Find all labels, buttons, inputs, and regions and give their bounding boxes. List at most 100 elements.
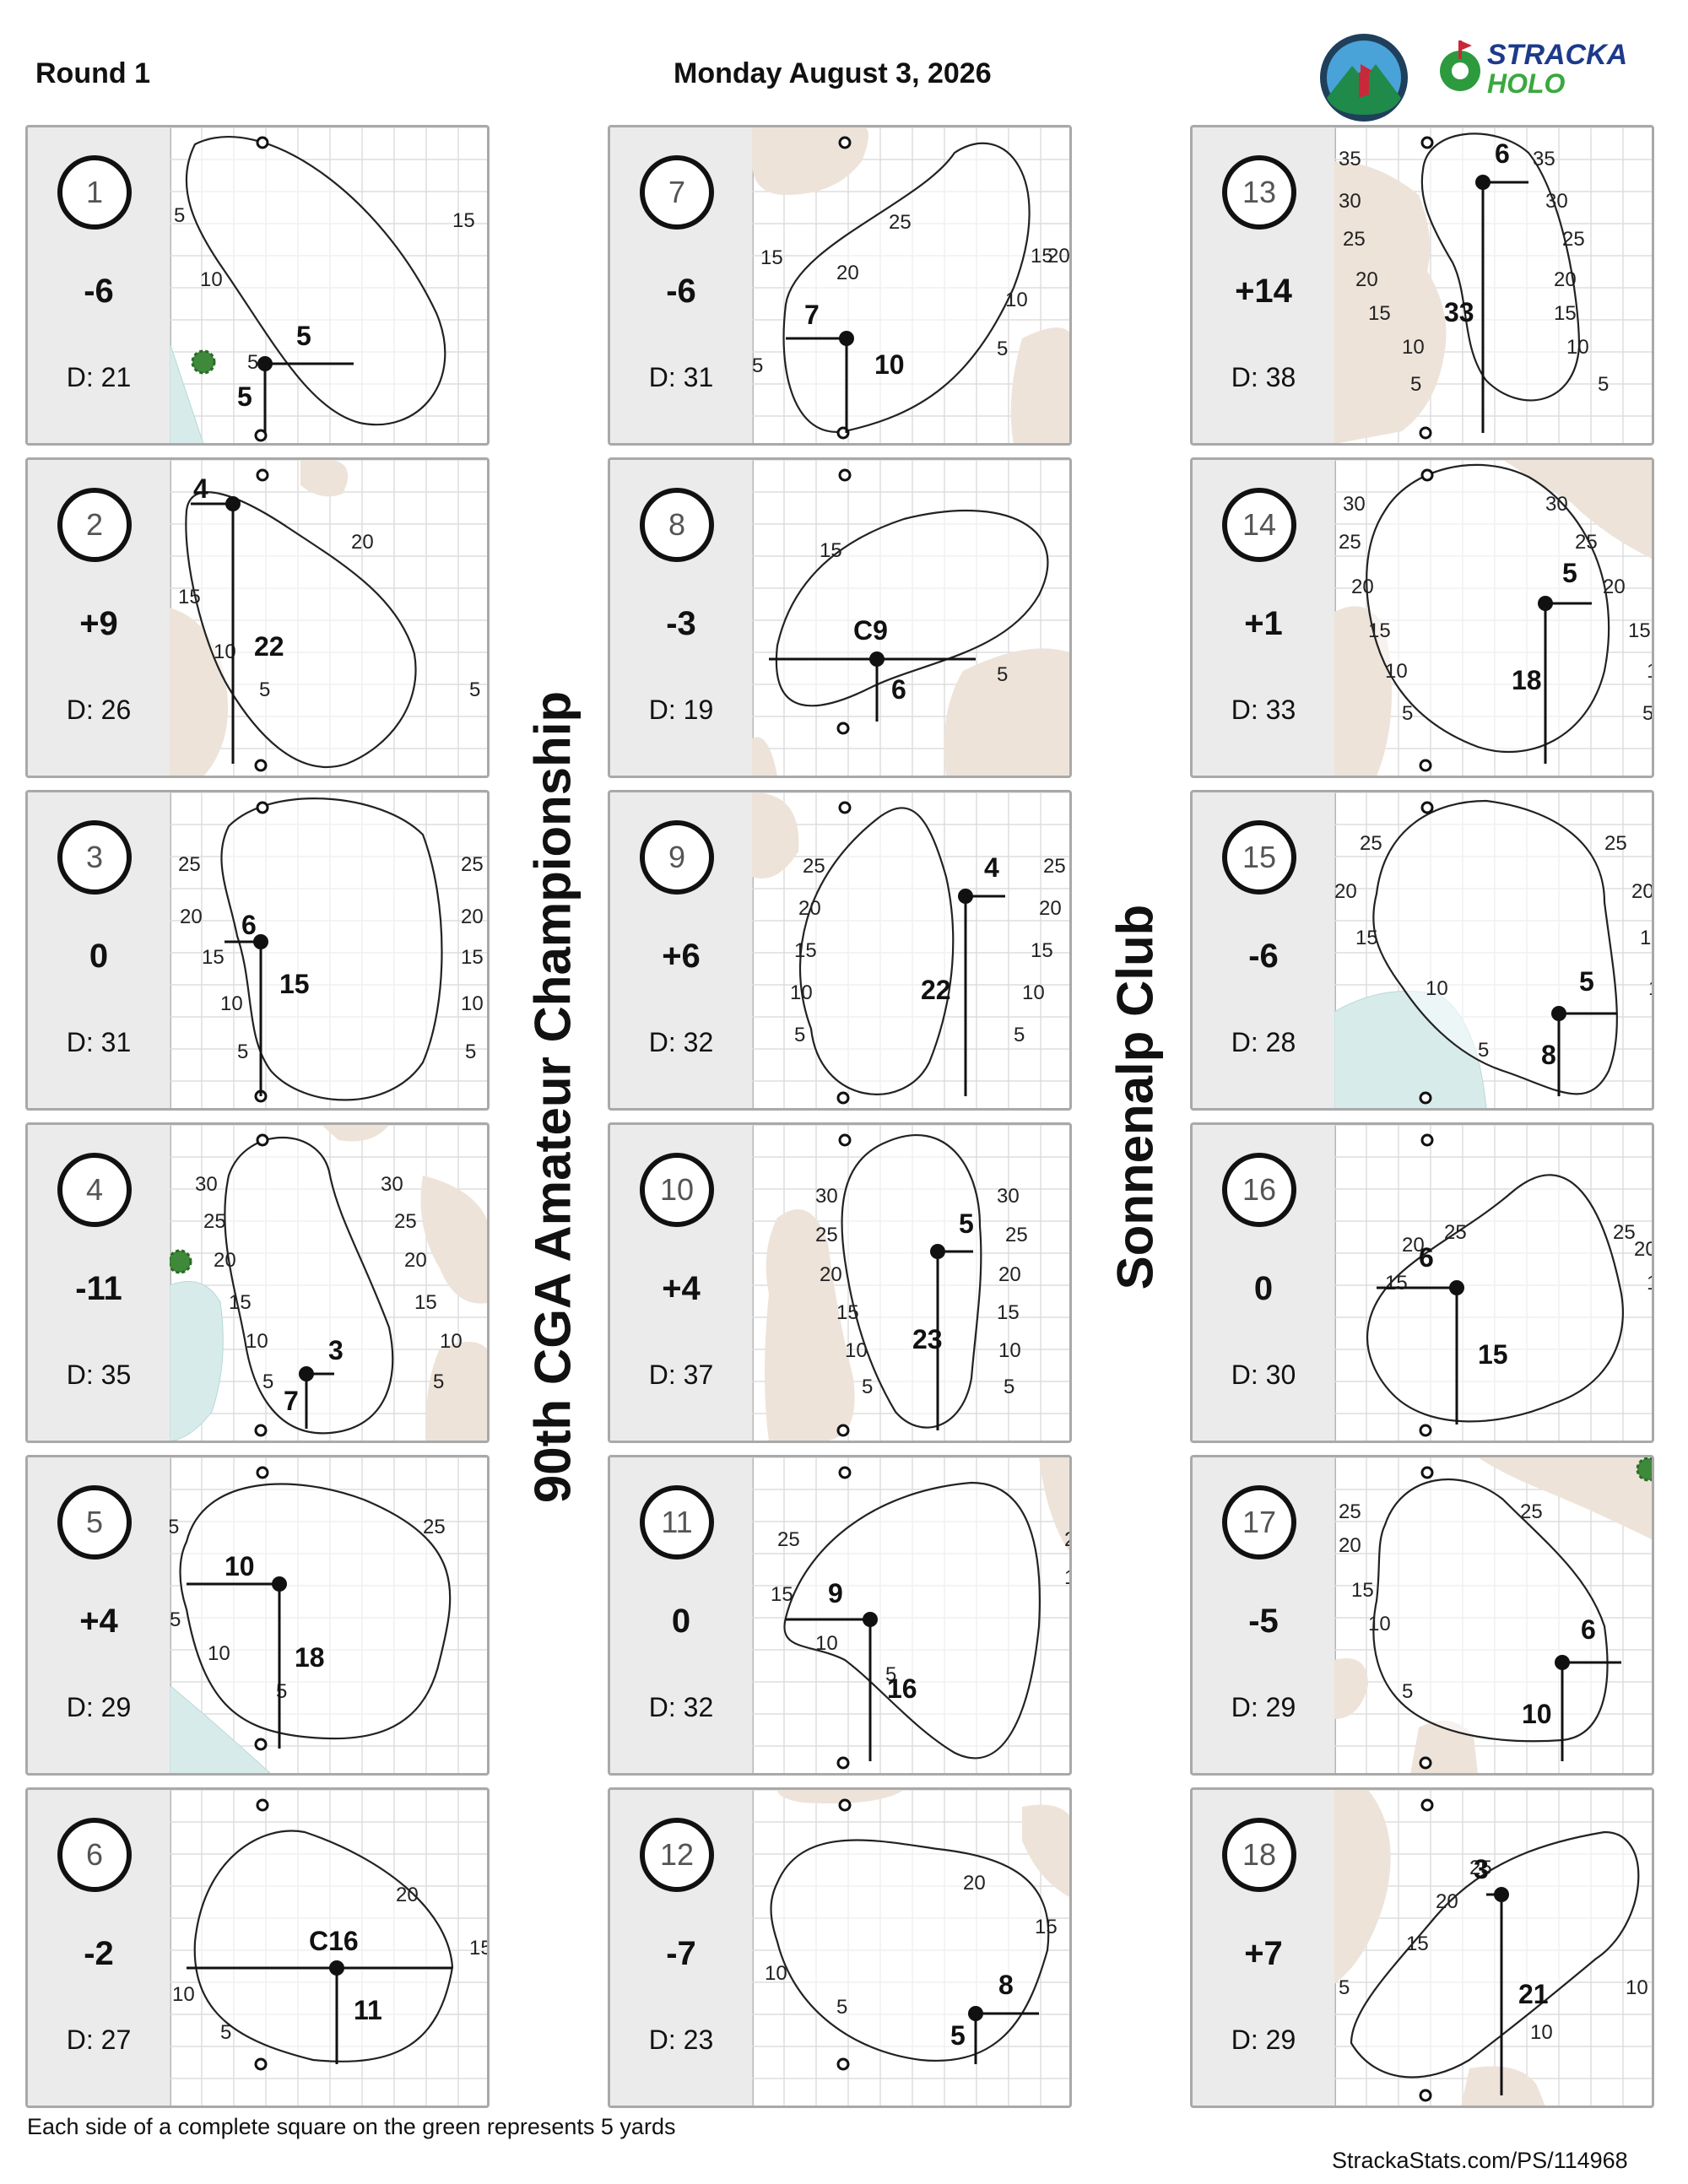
green-outline	[841, 1134, 982, 1429]
pin-depth-distance: 6	[891, 674, 906, 705]
contour-label: 20	[1047, 245, 1070, 268]
contour-label: 5	[1004, 1376, 1014, 1398]
scale-footnote: Each side of a complete square on the gr…	[27, 2114, 676, 2139]
pin-position-marker	[1555, 1655, 1570, 1670]
contour-label: 25	[1339, 531, 1361, 554]
green-depth: D: 21	[66, 362, 132, 392]
green-outline	[783, 1481, 1041, 1760]
contour-label: 15	[1640, 927, 1654, 949]
contour-label: 25	[1360, 832, 1382, 855]
contour-label: 25	[394, 1210, 417, 1233]
hole-score: -7	[666, 1935, 696, 1972]
contour-label: 15	[836, 1301, 859, 1324]
contour-label: 10	[1648, 977, 1654, 1000]
green-depth: D: 30	[1231, 1360, 1296, 1390]
contour-label: 10	[1566, 336, 1589, 359]
stracka-holo-logo: STRACKA HOLO	[1440, 39, 1627, 99]
contour-label: 15	[1554, 302, 1577, 325]
pin-position-marker	[1449, 1280, 1464, 1295]
contour-label: 20	[1554, 268, 1577, 291]
contour-label: 20	[1436, 1890, 1458, 1913]
pin-depth-distance: 10	[1522, 1699, 1552, 1729]
green-outline	[782, 142, 1031, 433]
green-back-marker	[256, 1133, 269, 1147]
sand-bunker	[420, 1176, 487, 1304]
contour-label: 5	[1069, 1613, 1072, 1635]
pin-depth-distance: 7	[284, 1386, 299, 1416]
hole-card: 5+4D: 2952551051018	[25, 1455, 490, 1776]
contour-label: 10	[790, 981, 813, 1004]
green-outline	[775, 509, 1049, 707]
pin-side-distance: 5	[296, 321, 311, 351]
footer-url[interactable]: StrackaStats.com/PS/114968	[1332, 2148, 1628, 2173]
contour-label: 20	[1634, 1238, 1654, 1261]
green-depth: D: 32	[648, 1692, 714, 1722]
green-front-marker	[836, 2057, 850, 2071]
contour-label: 15	[820, 539, 842, 562]
sand-bunker	[1503, 460, 1652, 560]
water-hazard	[170, 1281, 224, 1441]
green-front-marker	[836, 1424, 850, 1437]
contour-label: 15	[414, 1291, 437, 1314]
contour-label: 25	[1469, 1857, 1492, 1879]
contour-label: 25	[777, 1528, 800, 1551]
contour-label: 30	[1545, 493, 1568, 516]
hole-number: 15	[1222, 820, 1296, 895]
green-outline	[1372, 799, 1618, 1095]
green-depth: D: 29	[1231, 2025, 1296, 2055]
contour-label: 5	[220, 2021, 231, 2044]
contour-label: 5	[1339, 1976, 1350, 1999]
green-depth: D: 37	[648, 1360, 714, 1390]
pin-position-marker	[968, 2006, 983, 2021]
hole-score: 0	[89, 938, 109, 975]
contour-label: 35	[1533, 148, 1555, 170]
pin-depth-distance: 5	[950, 2020, 966, 2051]
contour-label: 10	[1385, 660, 1408, 683]
hole-score: +7	[1244, 1935, 1283, 1972]
contour-label: 10	[1022, 981, 1045, 1004]
pin-side-distance: 6	[1495, 138, 1510, 169]
contour-label: 10	[1402, 336, 1425, 359]
sand-bunker	[1334, 1790, 1391, 1984]
green-front-marker	[1419, 759, 1432, 772]
contour-label: 15	[1351, 1579, 1374, 1602]
mountain-logo-icon	[1320, 34, 1408, 122]
green-front-marker	[254, 759, 268, 772]
green-front-marker	[836, 1091, 850, 1105]
green-outline	[224, 1137, 394, 1435]
pin-position-marker	[1538, 596, 1553, 611]
contour-label: 15	[794, 939, 817, 962]
hole-score: +4	[662, 1270, 701, 1307]
green-back-marker	[838, 468, 852, 482]
pin-depth-distance: 23	[912, 1324, 943, 1354]
hole-score: +14	[1235, 273, 1292, 310]
contour-label: 15	[1647, 1272, 1654, 1295]
hole-number: 10	[640, 1153, 714, 1227]
contour-label: 15	[1368, 619, 1391, 642]
pin-position-marker	[930, 1244, 945, 1259]
sand-bunker	[765, 1209, 855, 1441]
contour-label: 15	[1035, 1916, 1058, 1938]
contour-label: 25	[423, 1516, 446, 1538]
water-hazard	[170, 342, 204, 443]
contour-label: 20	[1039, 897, 1062, 920]
pin-position-marker	[225, 496, 241, 511]
contour-label: 25	[1562, 228, 1585, 251]
pin-side-distance: 4	[193, 473, 208, 504]
sand-bunker	[1334, 606, 1392, 776]
hole-info-panel: 10 +4 D: 37	[610, 1125, 754, 1441]
green-depth: D: 31	[66, 1027, 132, 1057]
green-back-marker	[256, 136, 269, 149]
tree-icon	[1636, 1457, 1652, 1482]
green-outline	[179, 1483, 452, 1740]
contour-label: 5	[1014, 1024, 1025, 1046]
contour-label: 5	[262, 1370, 273, 1393]
